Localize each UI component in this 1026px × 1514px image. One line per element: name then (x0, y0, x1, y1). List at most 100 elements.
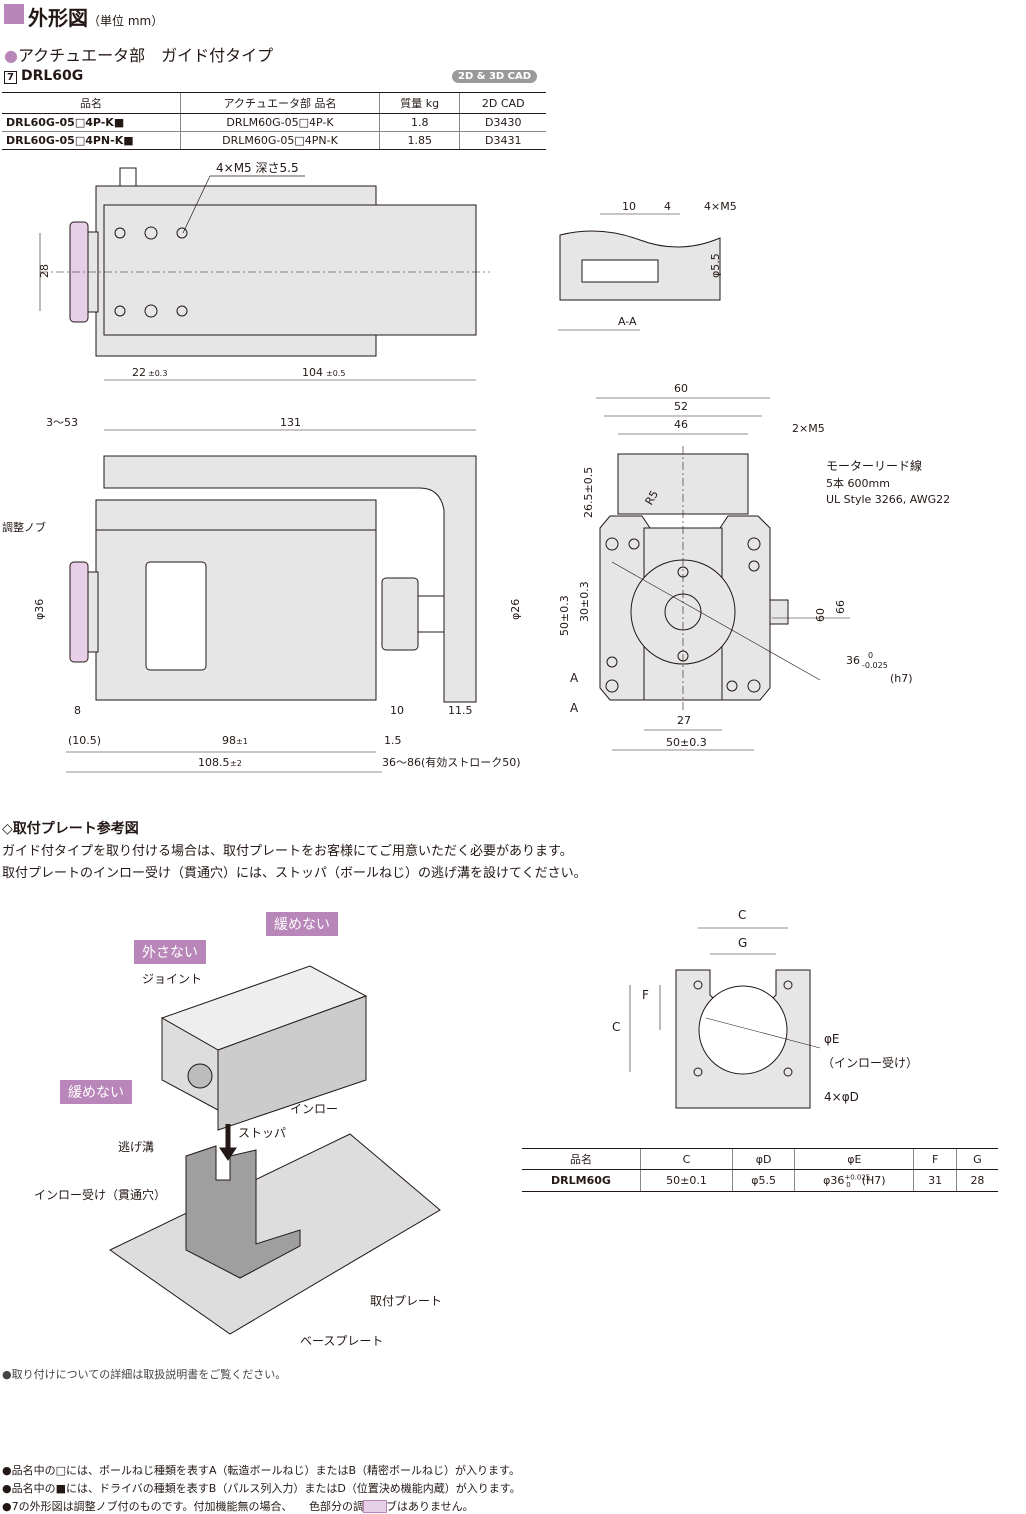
unit-text: （単位 mm） (88, 14, 164, 28)
dim-phi26: φ26 (509, 599, 522, 620)
note-2: ●品名中の■には、ドライバの種類を表すB（パルス列入力）またはD（位置決め機能内… (2, 1482, 521, 1495)
dim-8: 8 (74, 704, 81, 717)
figure-number: 7 (4, 71, 17, 84)
fv-46: 46 (674, 418, 688, 431)
dim-phi36: φ36 (33, 599, 46, 620)
page-title: 外形図（単位 mm） (28, 2, 163, 31)
cell: DRLM60G (522, 1169, 641, 1193)
cell: 1.85 (378, 131, 460, 150)
plate-g: G (738, 936, 748, 950)
label-base-plate: ベースプレート (300, 1334, 384, 1348)
fv-66: 66 (834, 600, 847, 614)
col: 品名 (522, 1148, 641, 1170)
cad-link[interactable]: D3431 (459, 131, 546, 150)
section-aa (558, 213, 721, 331)
dim-10-5: (10.5) (68, 734, 101, 747)
cell: DRLM60G-05□4P-K (180, 113, 380, 132)
fv-m5: 2×M5 (792, 422, 825, 435)
cell: 28 (955, 1169, 998, 1193)
spec-table: 品名 アクチュエータ部 品名 質量 kg 2D CAD DRL60G-05□4P… (2, 92, 546, 150)
hole-note: 4×M5 深さ5.5 (216, 161, 299, 175)
cell: φ5.5 (731, 1169, 795, 1193)
label-plate: 取付プレート (370, 1294, 443, 1308)
e-value: φ36 (823, 1174, 845, 1187)
col-actuator: アクチュエータ部 品名 (180, 92, 380, 114)
col: C (640, 1148, 733, 1170)
fv-36-tol: -0.025 (862, 661, 888, 670)
plate-c-top: C (738, 908, 747, 922)
dim-108-5: 108.5 (198, 756, 230, 769)
section-title-text: アクチュエータ部 ガイド付タイプ (17, 46, 274, 65)
install-note: ●取り付けについての詳細は取扱説明書をご覧ください。 (2, 1368, 287, 1381)
section-mark-a2: A (570, 701, 579, 715)
plate-line-1: ガイド付タイプを取り付ける場合は、取付プレートをお客様にてご用意いただく必要があ… (2, 844, 573, 859)
fv-30: 30±0.3 (578, 581, 591, 622)
dim-22: 22 (132, 366, 146, 379)
mounting-illustration (109, 965, 441, 1335)
callout-dont-loosen-top: 緩めない (266, 912, 338, 936)
table-row: DRLM60G 50±0.1 φ5.5 φ36+0.0250 (H7) 31 2… (522, 1169, 998, 1193)
e-fit: (H7) (861, 1174, 886, 1187)
cad-link[interactable]: D3430 (459, 113, 546, 132)
cell: 50±0.1 (640, 1169, 733, 1193)
fv-h7: (h7) (890, 672, 913, 685)
cell: DRL60G-05□4PN-K■ (2, 131, 181, 150)
aa-phi: φ5.5 (709, 253, 722, 278)
fv-27: 27 (677, 714, 691, 727)
col: F (913, 1148, 957, 1170)
fv-26-5: 26.5±0.5 (582, 467, 595, 518)
knob-color-swatch (363, 1500, 387, 1513)
dim-98-tol: ±1 (236, 737, 248, 746)
dim-104-tol: ±0.5 (326, 369, 345, 378)
front-view (596, 397, 850, 751)
col: φE (794, 1148, 914, 1170)
dim-stroke: 36～86(有効ストローク50) (382, 755, 521, 769)
plate-holes: 4×φD (824, 1090, 859, 1104)
plate-drawing (629, 927, 821, 1109)
dim-3-53: 3～53 (46, 416, 78, 429)
dim-131: 131 (280, 416, 301, 429)
plate-section-title: ◇取付プレート参考図 (2, 821, 139, 837)
col: G (955, 1148, 998, 1170)
col-mass: 質量 kg (378, 92, 460, 114)
plate-inro: （インロー受け） (822, 1056, 919, 1070)
top-view (39, 167, 490, 381)
title-marker (4, 4, 24, 24)
note-3: ●7の外形図は調整ノブ付のものです。付加機能無の場合、 色部分の調整ノブはありま… (2, 1500, 474, 1513)
side-view (66, 429, 477, 773)
technical-drawing: 4×M5 深さ5.5 28 22 ±0.3 104 ±0.5 10 4 4×M5… (2, 161, 950, 773)
callout-dont-remove: 外さない (134, 940, 206, 964)
cad-badge: 2D & 3D CAD (452, 70, 538, 83)
cell: 31 (913, 1169, 957, 1193)
table-row: DRL60G-05□4PN-K■ DRLM60G-05□4PN-K 1.85 D… (2, 131, 546, 150)
callout-dont-loosen-left: 緩めない (60, 1080, 132, 1104)
model-name: DRL60G (20, 68, 84, 84)
lead-spec-2: UL Style 3266, AWG22 (826, 493, 950, 506)
knob-label: 調整ノブ (2, 520, 46, 534)
bullet-icon: ● (4, 46, 18, 65)
lead-title: モーターリード線 (826, 458, 922, 473)
plate-line-2: 取付プレートのインロー受け（貫通穴）には、ストッパ（ボールねじ）の逃げ溝を設けて… (2, 866, 587, 881)
plate-table: 品名 C φD φE F G DRLM60G 50±0.1 φ5.5 φ36+0… (522, 1148, 998, 1193)
section-mark-a1: A (570, 671, 579, 685)
section-title: ●アクチュエータ部 ガイド付タイプ (4, 42, 273, 66)
dim-1-5: 1.5 (384, 734, 402, 747)
dim-10: 10 (390, 704, 404, 717)
dim-98: 98 (222, 734, 236, 747)
aa-dim-10: 10 (622, 200, 636, 213)
dim-104: 104 (302, 366, 323, 379)
label-nigemizo: 逃げ溝 (118, 1140, 155, 1154)
fv-60: 60 (674, 382, 688, 395)
plate-f: F (642, 988, 649, 1002)
col-cad: 2D CAD (459, 92, 546, 114)
fv-36-tol-top: 0 (868, 651, 873, 660)
aa-label: A-A (618, 315, 637, 328)
e-tol-lower: 0 (846, 1181, 851, 1190)
fv-50h: 50±0.3 (666, 736, 707, 749)
label-joint: ジョイント (142, 972, 203, 986)
lead-spec-1: 5本 600mm (826, 476, 890, 490)
dim-28: 28 (38, 264, 51, 278)
fv-r5: R5 (643, 488, 662, 507)
dim-22-tol: ±0.3 (148, 369, 167, 378)
